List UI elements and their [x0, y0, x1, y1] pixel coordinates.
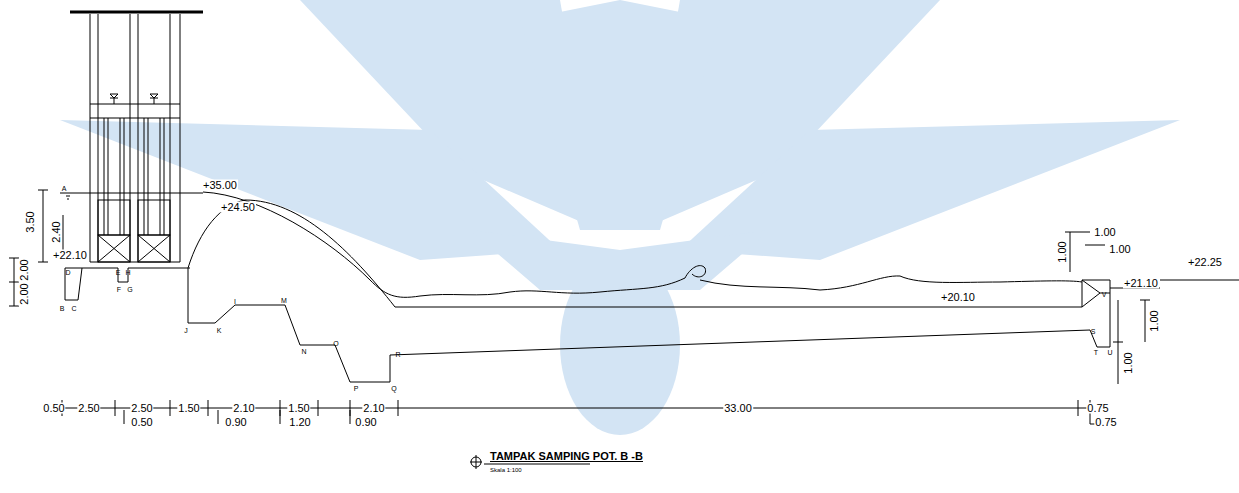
dimension-label: +24.50 [220, 202, 256, 213]
dimension-label: 2.10 [362, 403, 385, 414]
dimension-label: 0.50 [130, 417, 153, 428]
dimension-label: 0.75 [1094, 417, 1117, 428]
point-letter: T [1093, 349, 1099, 356]
point-letter: K [216, 327, 223, 334]
dimension-label: +22.25 [1187, 257, 1223, 268]
point-letter: M [280, 297, 288, 304]
point-letter: F [116, 286, 122, 293]
dimension-label: 2.40 [51, 220, 62, 243]
point-letter: N [300, 348, 307, 355]
point-letter: C [70, 305, 77, 312]
dimension-label: +35.00 [202, 180, 238, 191]
point-letter: I [233, 298, 237, 305]
dimension-label: 1.00 [1149, 309, 1160, 332]
dimension-label: 1.50 [287, 403, 310, 414]
point-letter: D [64, 269, 71, 276]
dimension-label: 2.50 [77, 403, 100, 414]
watermark-logo [60, 0, 1180, 435]
point-letter: E [115, 269, 122, 276]
scale-caption: Skala 1:100 [490, 467, 522, 473]
dimension-label: 2.00 [19, 282, 30, 305]
point-letter: B [59, 305, 66, 312]
dimension-label: 2.00 [19, 258, 30, 281]
point-letter: P [353, 385, 360, 392]
dimension-label: 1.00 [1108, 244, 1131, 255]
dimension-label: 0.90 [224, 417, 247, 428]
point-letter: J [183, 327, 189, 334]
dimension-label: 2.10 [232, 403, 255, 414]
dimension-label: 33.00 [723, 403, 753, 414]
point-letter: S [1090, 328, 1097, 335]
point-letter: V [1101, 291, 1108, 298]
dimension-label: 0.50 [42, 403, 65, 414]
point-letter: A [61, 185, 68, 192]
point-letter: R [394, 351, 401, 358]
dimension-label: 0.90 [354, 417, 377, 428]
dimension-label: 1.00 [1123, 351, 1134, 374]
dimension-label: +22.10 [52, 250, 88, 261]
dimension-label: 1.50 [177, 403, 200, 414]
point-letter: U [1106, 349, 1113, 356]
dimension-label: 1.20 [288, 417, 311, 428]
point-letter: G [126, 286, 133, 293]
point-letter: Q [390, 385, 397, 392]
drawing-title: TAMPAK SAMPING POT. B -B [490, 451, 643, 462]
dimension-label: 2.50 [130, 403, 153, 414]
dimension-label: 3.50 [25, 210, 36, 233]
dimension-label: 1.00 [1093, 227, 1116, 238]
point-letter: H [124, 269, 131, 276]
dimension-label: +20.10 [940, 292, 976, 303]
point-letter: O [332, 340, 339, 347]
dimension-label: +21.10 [1123, 278, 1159, 289]
dimension-label: 1.00 [1057, 240, 1068, 263]
dimension-label: 0.75 [1086, 403, 1109, 414]
